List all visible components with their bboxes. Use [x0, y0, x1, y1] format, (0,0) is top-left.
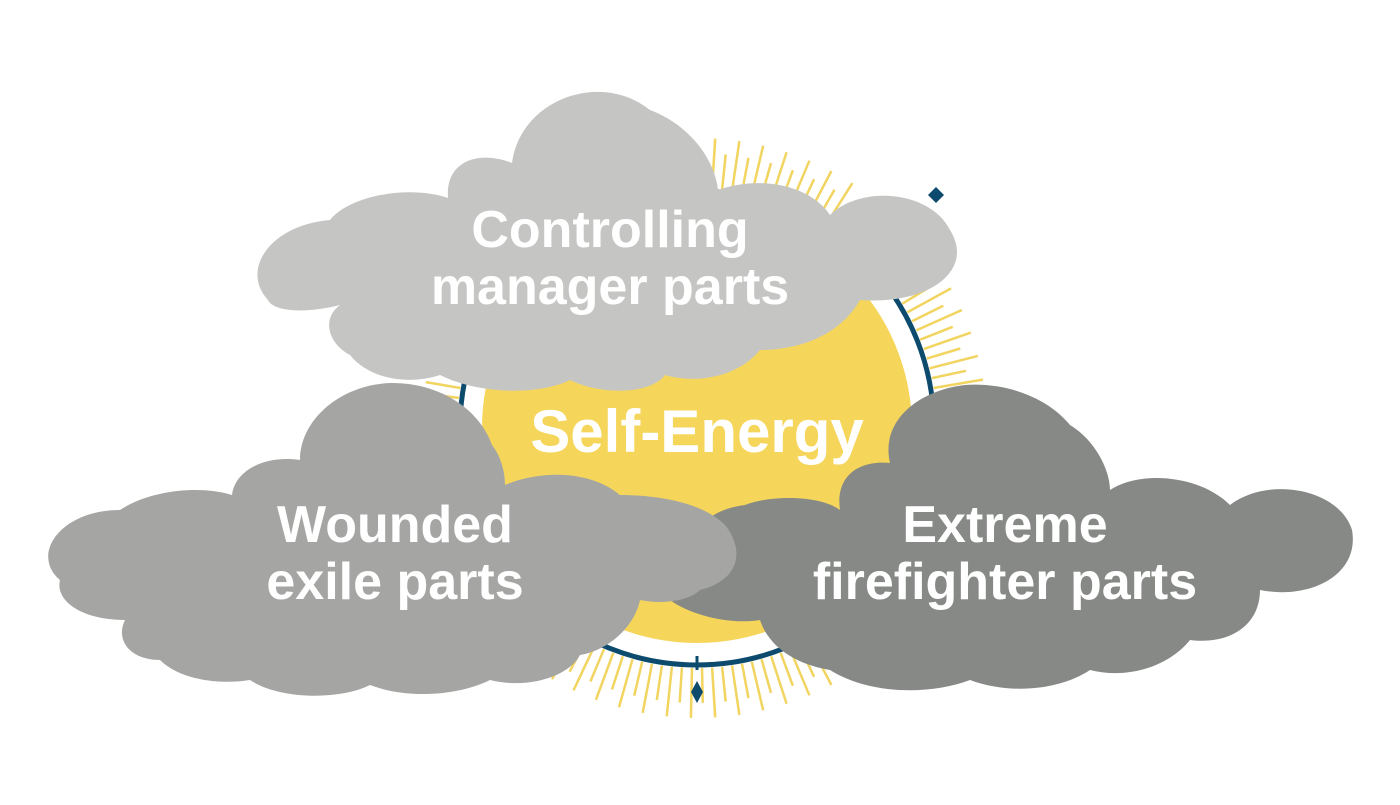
cloud-manager-label-line-2: manager parts — [431, 258, 789, 316]
cloud-exile-shape — [48, 382, 737, 696]
sun-ray — [923, 331, 972, 351]
sun-ray — [678, 667, 684, 703]
cloud-firefighter-label-line-2: firefighter parts — [813, 553, 1197, 611]
center-label: Self-Energy — [530, 398, 864, 465]
cloud-firefighter-shape — [659, 384, 1353, 691]
sun-ray — [641, 663, 654, 714]
cloud-manager: Controlling manager parts — [257, 91, 957, 391]
sun-ray — [931, 369, 967, 380]
sun-ray — [906, 287, 952, 314]
sun-ray — [689, 667, 694, 718]
sun-ray — [617, 658, 634, 708]
sun-ray — [730, 140, 741, 191]
sun-ray — [632, 661, 644, 696]
sun-ray — [933, 378, 984, 390]
sun-ray — [655, 665, 664, 701]
sun-ray — [572, 644, 596, 691]
sun-ray — [720, 666, 727, 702]
sun-ray — [589, 648, 606, 682]
cloud-firefighter-label-line-1: Extreme — [902, 496, 1107, 554]
sun-ray — [919, 325, 954, 341]
sun-ray — [929, 354, 979, 370]
cloud-exile: Wounded exile parts — [48, 382, 737, 696]
cloud-exile-label-line-2: exile parts — [266, 553, 523, 611]
sun-ray — [730, 665, 741, 716]
cloud-manager-label-line-1: Controlling — [471, 201, 748, 259]
sun-ray — [700, 667, 705, 703]
sun-ray — [610, 655, 624, 690]
sun-ray — [665, 666, 674, 717]
cloud-firefighter: Extreme firefighter parts — [659, 384, 1353, 691]
cloud-exile-label-line-1: Wounded — [277, 496, 513, 554]
sun-ray — [425, 380, 461, 390]
sun-ray — [710, 667, 717, 718]
sun-ray — [740, 663, 750, 699]
ring-markers — [691, 187, 944, 703]
sun-ray — [779, 652, 795, 687]
sun-ray — [770, 655, 788, 705]
sun-ray — [926, 347, 961, 360]
ring-marker-top-right — [928, 187, 944, 203]
ring-marker-bottom — [691, 681, 703, 703]
cloud-manager-shape — [257, 91, 957, 391]
sun-ray — [760, 658, 773, 694]
sun-ray — [720, 154, 727, 190]
sun-ray — [911, 304, 944, 323]
sun-ray — [594, 652, 615, 701]
sun-ray — [750, 661, 765, 711]
sun-ray — [915, 308, 963, 332]
